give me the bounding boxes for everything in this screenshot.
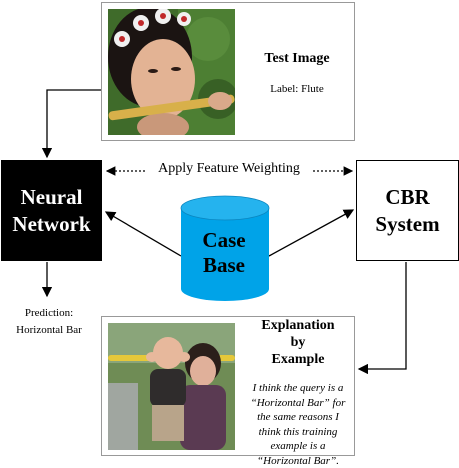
cbr-system-box: CBR System xyxy=(356,160,459,261)
case-base-line1: Case xyxy=(202,228,246,252)
test-image-label: Label: Flute xyxy=(270,83,324,95)
explanation-body-line6: “Horizontal Bar”. xyxy=(257,454,339,467)
explanation-body-line2: “Horizontal Bar” for xyxy=(250,396,346,409)
explanation-card: Explanation by Example I think the query… xyxy=(101,316,355,467)
arrow-cbr-to-explanation xyxy=(357,262,407,375)
case-base-label: Case Base xyxy=(180,228,268,278)
case-base-line2: Base xyxy=(203,253,245,278)
test-image-card: Test Image Label: Flute xyxy=(101,2,355,141)
arrow-casebase-to-cbr xyxy=(268,209,355,257)
explanation-title: Explanation by Example xyxy=(242,318,354,368)
neural-network-line2: Network xyxy=(12,211,91,236)
explanation-body-line3: the same reasons I xyxy=(257,411,339,424)
explanation-photo xyxy=(108,323,235,450)
explanation-title-line1: Explanation xyxy=(261,318,335,333)
cbr-system-line1: CBR xyxy=(385,185,430,210)
explanation-body-line1: I think the query is a xyxy=(252,382,344,394)
prediction-line1: Prediction: xyxy=(24,307,74,319)
explanation-body-line4: think this training xyxy=(258,425,338,438)
prediction-text: Prediction: Horizontal Bar xyxy=(2,305,96,338)
arrow-test-to-network xyxy=(41,89,101,159)
explanation-body: I think the query is a “Horizontal Bar” … xyxy=(242,381,354,468)
explanation-title-line2: by xyxy=(290,334,306,350)
explanation-title-line3: Example xyxy=(271,351,325,367)
arrow-casebase-to-network xyxy=(104,211,182,257)
apply-feature-weighting-label: Apply Feature Weighting xyxy=(145,161,313,177)
test-image-title: Test Image xyxy=(264,51,330,66)
neural-network-line1: Neural xyxy=(20,185,83,210)
explanation-body-line5: example is a xyxy=(270,440,326,453)
cbr-system-line2: System xyxy=(375,211,440,236)
test-photo xyxy=(108,9,235,135)
neural-network-box: Neural Network xyxy=(1,160,102,261)
prediction-line2: Horizontal Bar xyxy=(16,323,82,336)
connector-arrows xyxy=(41,89,407,375)
